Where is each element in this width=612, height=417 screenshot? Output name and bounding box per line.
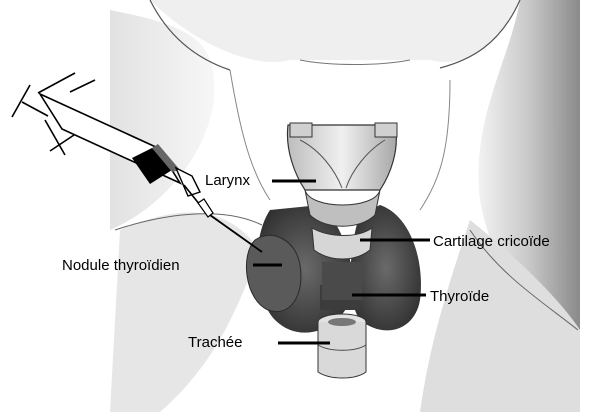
label-larynx: Larynx [205,172,250,190]
label-thyroide: Thyroïde [430,288,489,306]
trachea [318,262,366,378]
label-nodule-thyroidien: Nodule thyroïdien [62,257,180,275]
label-cartilage-cricoide: Cartilage cricoïde [433,233,550,251]
label-trachee: Trachée [188,334,242,352]
